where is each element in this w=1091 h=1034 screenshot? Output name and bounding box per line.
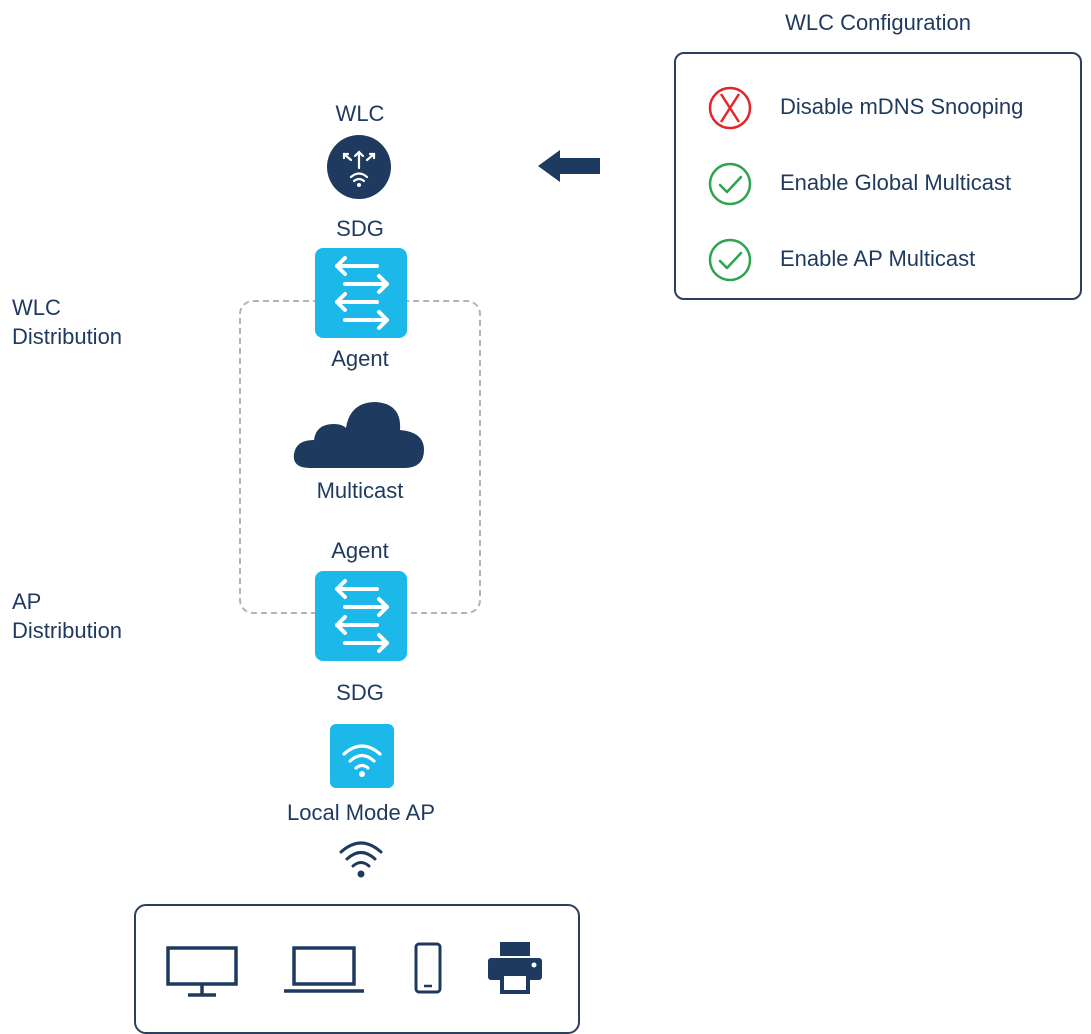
check-circle-icon (708, 162, 752, 206)
sdg-bottom-label: SDG (336, 680, 384, 705)
agent-bottom-label: Agent (331, 538, 389, 563)
config-panel: Disable mDNS Snooping Enable Global Mult… (674, 52, 1082, 300)
left-arrow-icon (538, 150, 600, 182)
agent-top-label: Agent (331, 346, 389, 371)
x-circle-icon (708, 86, 752, 130)
tablet-icon (414, 942, 442, 994)
switch-top (315, 248, 407, 338)
config-title: WLC Configuration (785, 10, 971, 35)
wireless-controller-icon (327, 135, 391, 199)
switch-arrows-icon (335, 579, 389, 653)
config-item-label: Disable mDNS Snooping (780, 94, 1024, 119)
config-item-ap-multicast: Enable AP Multicast (676, 236, 1080, 284)
config-item-disable-mdns: Disable mDNS Snooping (676, 84, 1080, 132)
ap-distribution-label: AP Distribution (12, 589, 123, 643)
ap-label: Local Mode AP (287, 800, 435, 825)
cloud-icon (293, 402, 424, 468)
wifi-signal-icon (339, 841, 383, 878)
config-item-label: Enable AP Multicast (780, 246, 976, 271)
client-devices-panel (134, 904, 580, 1034)
switch-bottom (315, 571, 407, 661)
laptop-icon (284, 946, 364, 993)
config-item-label: Enable Global Multicast (780, 170, 1012, 195)
wlc-distribution-label: WLC Distribution (12, 295, 123, 349)
sdg-top-label: SDG (336, 216, 384, 241)
config-item-global-multicast: Enable Global Multicast (676, 160, 1080, 208)
printer-icon (488, 942, 542, 994)
access-point-icon (330, 724, 394, 788)
cloud-label: Multicast (316, 478, 404, 503)
wlc-label: WLC (335, 101, 385, 126)
switch-arrows-icon (335, 256, 389, 330)
monitor-icon (166, 946, 238, 997)
check-circle-icon (708, 238, 752, 282)
